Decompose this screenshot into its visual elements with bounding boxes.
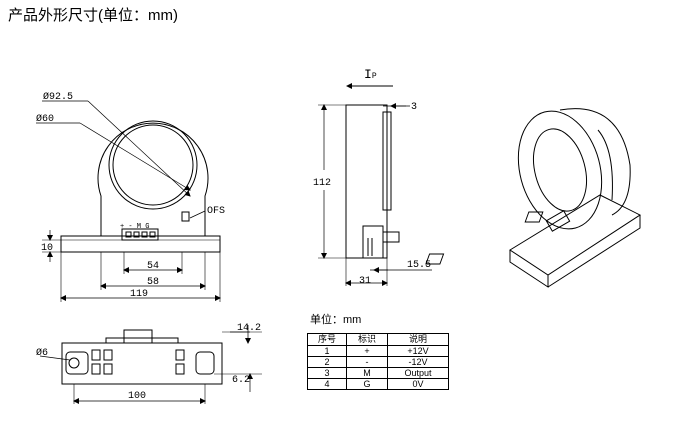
dim-hole-dia: Ø6 (36, 347, 48, 359)
dim-3: 3 (411, 102, 417, 113)
cell: 2 (307, 356, 347, 368)
dim-14-2: 14.2 (237, 323, 261, 334)
iso-connector (545, 210, 571, 232)
iso-ring-outer (517, 110, 603, 230)
front-connector (121, 228, 159, 241)
front-body-outline (97, 122, 209, 237)
table-row: 2 - -12V (307, 356, 449, 368)
cell: M (346, 367, 388, 379)
page-title: 产品外形尺寸(单位：mm) (8, 7, 178, 24)
bottom-view (39, 325, 262, 404)
dim-112: 112 (313, 178, 331, 189)
iso-base (509, 194, 642, 276)
cell: 3 (307, 367, 347, 379)
table-row: 1 + +12V (307, 345, 449, 357)
bottom-hole-left (68, 357, 80, 369)
current-label: IP (364, 67, 377, 82)
table-row: 3 M Output (307, 367, 449, 379)
front-inner-hole (112, 124, 194, 206)
front-inner-ring (108, 120, 198, 210)
cell: - (346, 356, 388, 368)
dim-6-2: 6.2 (232, 375, 250, 386)
table-unit-label: 单位：mm (310, 314, 362, 326)
dim-inner-dia: Ø60 (36, 113, 54, 125)
dim-100: 100 (128, 391, 146, 402)
cell: 1 (307, 345, 347, 357)
bottom-base (61, 342, 223, 385)
cell: +12V (387, 345, 449, 357)
side-connector (362, 225, 384, 259)
front-view (36, 100, 221, 302)
header-index: 序号 (307, 333, 347, 346)
cell: + (346, 345, 388, 357)
cell: 0V (387, 378, 449, 390)
connector-pin-labels: + - M G (120, 223, 149, 231)
dim-58: 58 (147, 277, 159, 288)
header-mark: 标识 (346, 333, 388, 346)
front-mount-base (60, 235, 221, 253)
dim-outer-dia: Ø92.5 (43, 91, 73, 103)
header-desc: 说明 (387, 333, 449, 346)
pin-table-header: 序号 标识 说明 (307, 333, 449, 346)
iso-ring-inner (533, 128, 587, 212)
pin-table: 序号 标识 说明 1 + +12V 2 - -12V 3 M Output 4 … (307, 333, 449, 390)
cell: G (346, 378, 388, 390)
table-row: 4 G 0V (307, 378, 449, 390)
side-body (345, 104, 388, 259)
dim-31: 31 (359, 276, 371, 287)
ofs-trimmer (181, 211, 190, 222)
dim-119: 119 (130, 289, 148, 300)
dim-10: 10 (41, 243, 53, 254)
cell: Output (387, 367, 449, 379)
isometric-view (425, 108, 642, 288)
side-view (318, 83, 432, 286)
cell: -12V (387, 356, 449, 368)
dim-54: 54 (147, 261, 159, 272)
bottom-slot-right (195, 351, 215, 375)
dim-15-5: 15.5 (407, 260, 431, 271)
cell: 4 (307, 378, 347, 390)
ofs-label: OFS (207, 206, 225, 217)
